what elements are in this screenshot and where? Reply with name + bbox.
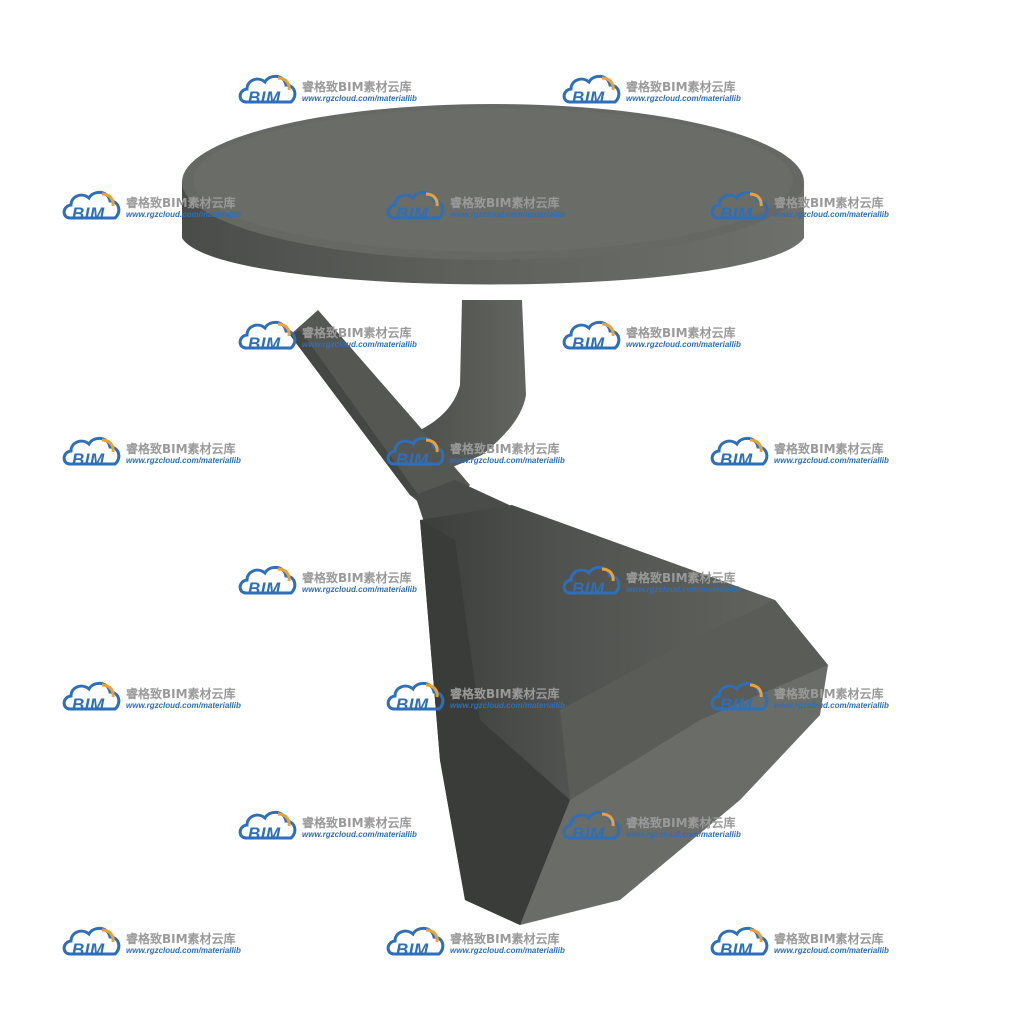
ceiling-canopy	[182, 104, 804, 285]
vertical-stem	[420, 300, 526, 470]
canopy-top-highlight	[193, 108, 793, 252]
lamp-rim-edge	[560, 600, 828, 800]
lamp-rim	[520, 665, 828, 925]
diagonal-arm	[290, 310, 470, 520]
lamp-cone-shadow	[420, 520, 570, 925]
lamp-head	[415, 480, 828, 925]
